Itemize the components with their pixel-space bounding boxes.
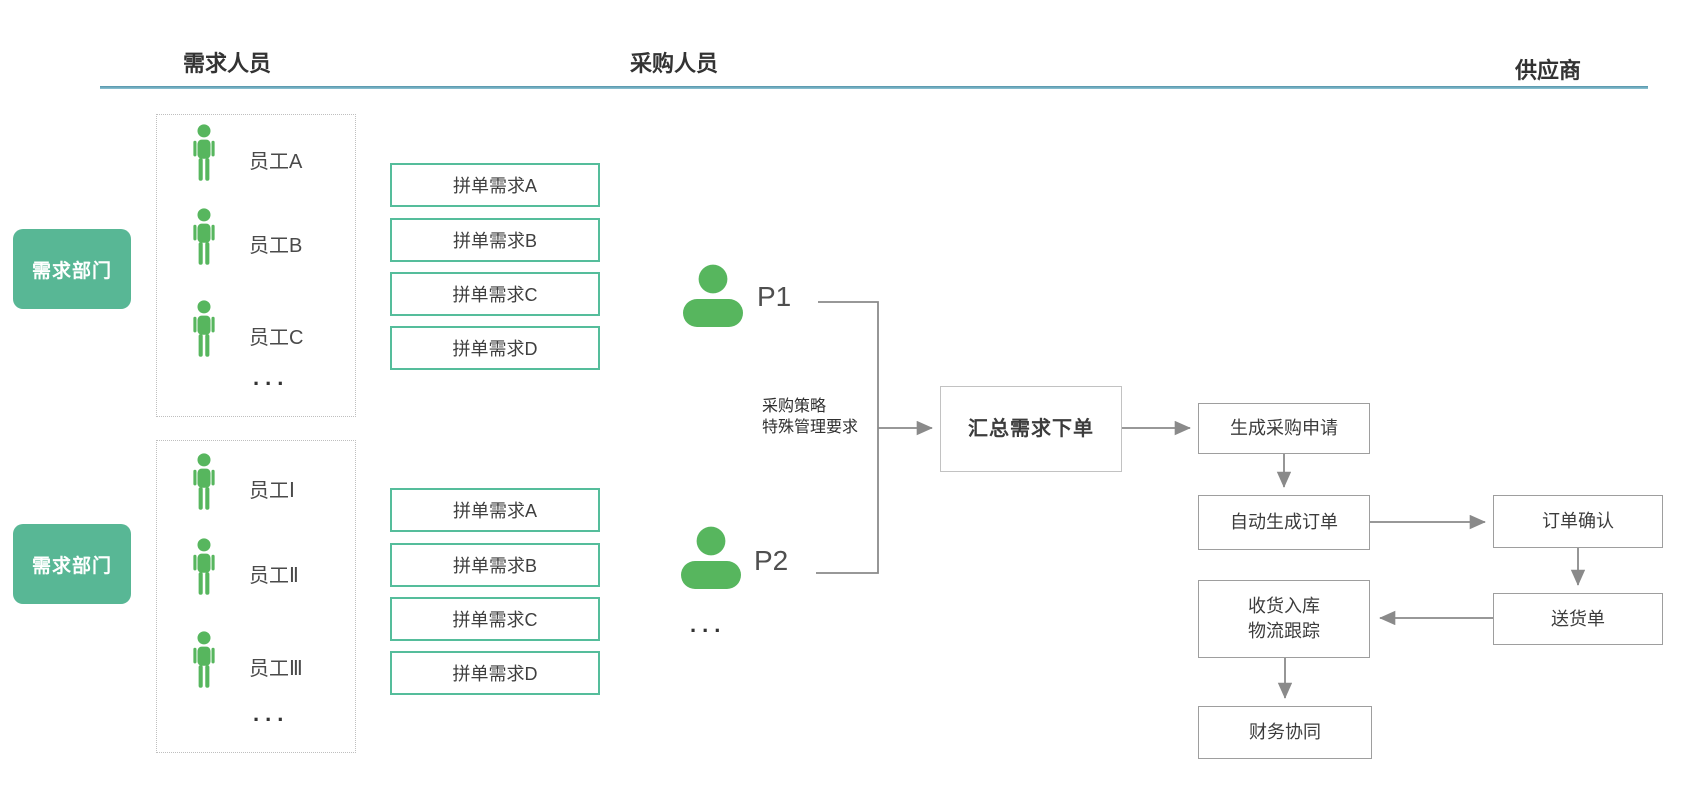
flow-box-delivery-note: 送货单 <box>1493 593 1663 645</box>
flow-box-summary-order: 汇总需求下单 <box>940 386 1122 472</box>
request-box: 拼单需求A <box>390 488 600 532</box>
person-icon <box>193 207 215 265</box>
person-icon <box>193 537 215 595</box>
annotation-line: 特殊管理要求 <box>762 419 859 436</box>
flow-box-finance: 财务协同 <box>1198 706 1372 759</box>
buyer-label-p2: P2 <box>754 545 789 576</box>
user-avatar-icon <box>681 526 741 589</box>
request-box: 拼单需求B <box>390 543 600 587</box>
more-employees-ellipsis: ... <box>253 701 290 726</box>
request-box: 拼单需求C <box>390 272 600 316</box>
request-box: 拼单需求D <box>390 326 600 370</box>
employee-label: 员工C <box>249 326 304 349</box>
more-buyers-ellipsis: ... <box>690 612 727 637</box>
employee-row: 员工C <box>187 299 303 371</box>
request-stack-2: 拼单需求A 拼单需求B 拼单需求C 拼单需求D <box>390 488 600 695</box>
bracket-annotation: 采购策略 特殊管理要求 <box>762 396 858 438</box>
buyer-label-p1: P1 <box>757 281 792 312</box>
employee-label: 员工Ⅰ <box>249 479 295 502</box>
flow-box-receiving-logistics: 收货入库 物流跟踪 <box>1198 580 1370 658</box>
more-employees-ellipsis: ... <box>253 365 290 390</box>
person-icon <box>193 630 215 688</box>
department-badge-2: 需求部门 <box>13 524 131 604</box>
receiving-line-1: 收货入库 <box>1248 596 1320 616</box>
employee-row: 员工Ⅲ <box>187 630 303 702</box>
employee-label: 员工Ⅲ <box>249 657 303 680</box>
employee-label: 员工Ⅱ <box>249 564 299 587</box>
employee-label: 员工B <box>249 234 303 257</box>
person-icon <box>193 452 215 510</box>
user-avatar-icon <box>683 264 743 327</box>
employee-row: 员工Ⅰ <box>187 452 295 524</box>
request-box: 拼单需求D <box>390 651 600 695</box>
receiving-line-2: 物流跟踪 <box>1248 621 1320 641</box>
flow-box-order-confirm: 订单确认 <box>1493 495 1663 548</box>
employee-row: 员工B <box>187 207 302 279</box>
request-stack-1: 拼单需求A 拼单需求B 拼单需求C 拼单需求D <box>390 163 600 370</box>
request-box: 拼单需求B <box>390 218 600 262</box>
lane-header-purchasing-personnel: 采购人员 <box>630 51 719 76</box>
department-badge-1: 需求部门 <box>13 229 131 309</box>
request-box: 拼单需求C <box>390 597 600 641</box>
request-box: 拼单需求A <box>390 163 600 207</box>
employee-row: 员工A <box>187 123 302 195</box>
employee-row: 员工Ⅱ <box>187 537 299 609</box>
employee-group-1: 员工A 员工B 员工C ... <box>156 114 356 417</box>
header-divider-line <box>100 86 1648 89</box>
flow-box-purchase-request: 生成采购申请 <box>1198 403 1370 454</box>
person-icon <box>193 299 215 357</box>
annotation-line: 采购策略 <box>762 398 827 415</box>
lane-header-demand-personnel: 需求人员 <box>183 51 272 76</box>
lane-header-supplier: 供应商 <box>1515 58 1582 83</box>
employee-label: 员工A <box>249 150 303 173</box>
employee-group-2: 员工Ⅰ 员工Ⅱ 员工Ⅲ ... <box>156 440 356 753</box>
person-icon <box>193 123 215 181</box>
flow-box-auto-order: 自动生成订单 <box>1198 495 1370 550</box>
